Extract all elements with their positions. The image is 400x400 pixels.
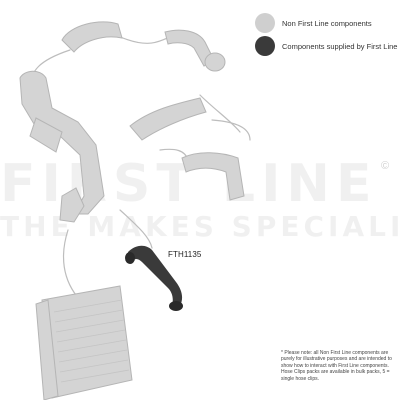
- intercooler-end-tank: [35, 299, 59, 400]
- lower-left-hose: [59, 187, 85, 223]
- legend-item-first-line: Components supplied by First Line: [255, 36, 397, 56]
- connector-line: [119, 209, 153, 249]
- left-main-pipe: [19, 70, 105, 215]
- hose-end: [204, 52, 226, 72]
- left-branch-pipe: [29, 117, 63, 153]
- right-elbow-hose: [181, 152, 245, 201]
- legend-label: Non First Line components: [282, 18, 372, 28]
- upper-intake-hose: [61, 21, 123, 53]
- legend-swatch-grey: [255, 13, 275, 33]
- center-angled-hose: [129, 97, 207, 141]
- connector-line: [211, 119, 251, 141]
- part-number-label: FTH1135: [168, 250, 202, 259]
- connector-line: [117, 35, 169, 44]
- disclaimer-note: * Please note: all Non First Line compon…: [281, 350, 392, 382]
- legend-label: Components supplied by First Line: [282, 41, 398, 51]
- connector-line: [62, 229, 81, 301]
- top-center-hose: [164, 29, 215, 67]
- fth1135-hose: [125, 245, 183, 311]
- legend-item-non-first-line: Non First Line components: [255, 13, 372, 33]
- connector-line: [199, 94, 241, 133]
- intercooler-fins: [53, 299, 130, 383]
- watermark-copyright-symbol: ©: [381, 160, 390, 172]
- legend-swatch-dark: [255, 36, 275, 56]
